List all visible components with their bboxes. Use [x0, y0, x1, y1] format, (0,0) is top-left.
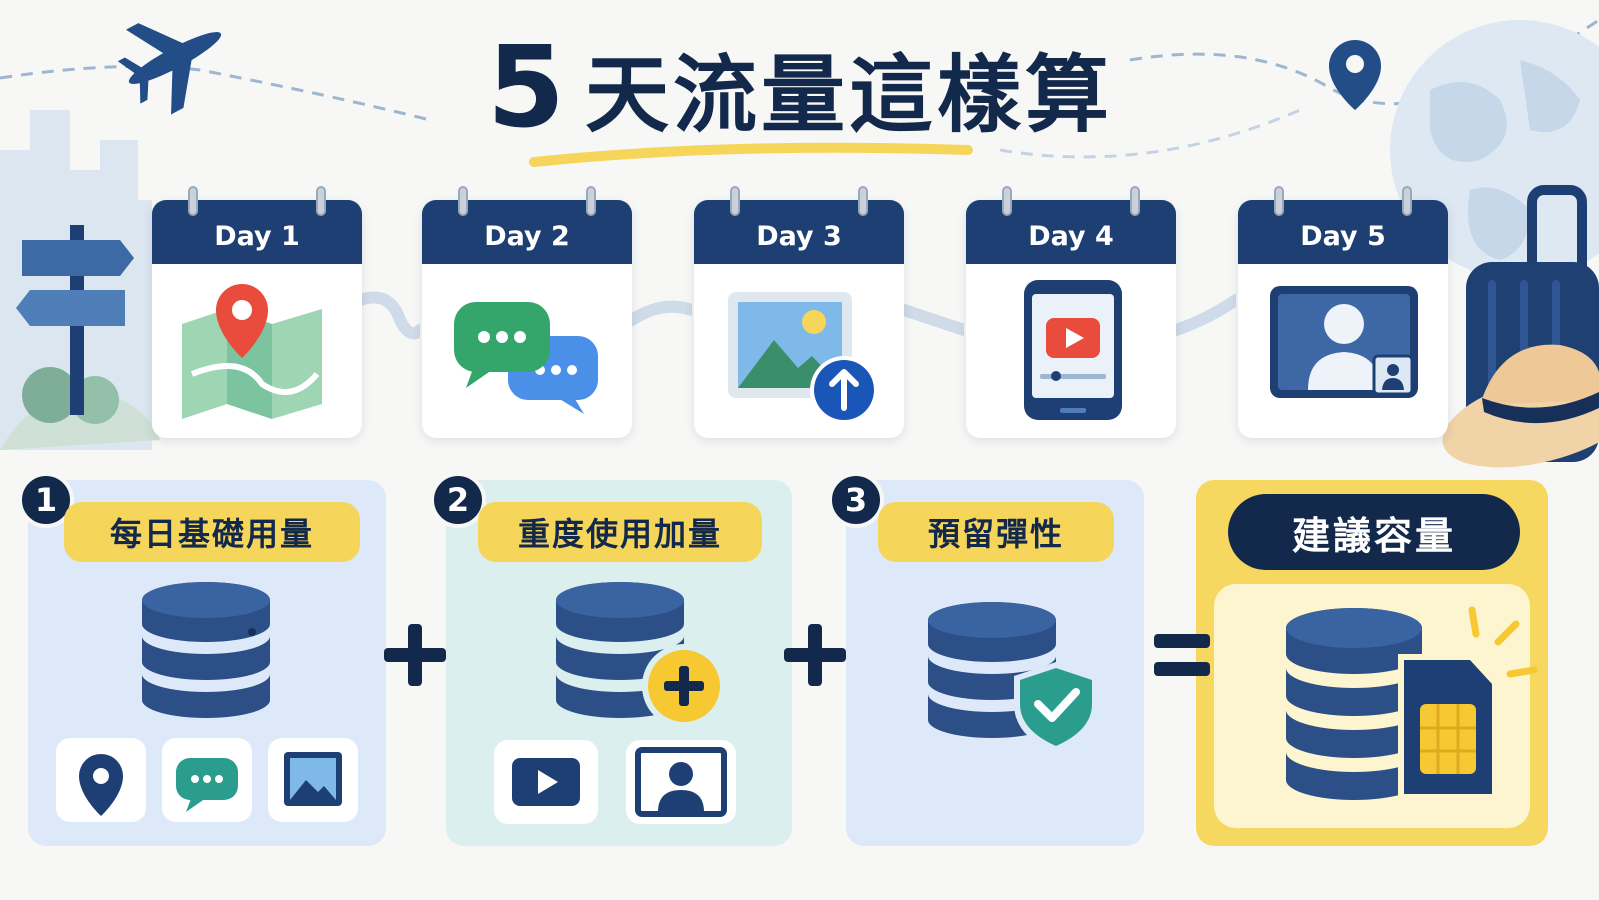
- step-number-badge: 3: [828, 472, 884, 528]
- photo-upload-icon: [728, 292, 878, 424]
- location-icon: [79, 754, 123, 816]
- mini-tile: [268, 738, 358, 822]
- connector-ribbon: [360, 291, 420, 340]
- chat-icon: [176, 758, 238, 812]
- plus-operator: [384, 624, 446, 686]
- day-card-1: Day 1: [152, 186, 362, 438]
- video-call-icon: [1270, 286, 1418, 398]
- day-label: Day 2: [422, 200, 632, 264]
- result-label: 建議容量: [1228, 494, 1520, 570]
- map-pin-icon: [182, 284, 322, 419]
- connector-ribbon: [1176, 294, 1236, 336]
- chat-bubbles-icon: [454, 302, 598, 414]
- plus-operator: [784, 624, 846, 686]
- step-number-badge: 1: [18, 472, 74, 528]
- step-label: 預留彈性: [878, 502, 1114, 562]
- day-card-5: Day 5: [1238, 186, 1448, 438]
- step-label: 每日基礎用量: [64, 502, 360, 562]
- step-label: 重度使用加量: [478, 502, 762, 562]
- database-add-icon: [556, 582, 726, 728]
- video-play-icon: [512, 758, 580, 806]
- mini-tile: [494, 740, 598, 824]
- day-label: Day 4: [966, 200, 1176, 264]
- image-icon: [284, 752, 342, 806]
- day-card-4: Day 4: [966, 186, 1176, 438]
- day-label: Day 5: [1238, 200, 1448, 264]
- page-title: 5 天流量這樣算: [440, 18, 1160, 158]
- step-number-badge: 2: [430, 472, 486, 528]
- title-text: 天流量這樣算: [584, 45, 1113, 144]
- person-frame-icon: [635, 747, 727, 817]
- day-label: Day 1: [152, 200, 362, 264]
- location-pin-icon: [1329, 40, 1381, 110]
- mini-tile: [56, 738, 146, 822]
- connector-ribbon: [904, 304, 964, 336]
- title-number: 5: [487, 23, 565, 153]
- mini-tile: [626, 740, 736, 824]
- day-label: Day 3: [694, 200, 904, 264]
- equals-operator: [1154, 634, 1210, 676]
- database-icon: [142, 582, 270, 718]
- database-shield-icon: [928, 602, 1098, 754]
- day-card-3: Day 3: [694, 186, 904, 438]
- database-sim-icon: [1286, 606, 1538, 800]
- mini-tile: [162, 738, 252, 822]
- day-card-2: Day 2: [422, 186, 632, 438]
- title-underline: [529, 142, 973, 167]
- video-phone-icon: [1024, 280, 1122, 420]
- connector-ribbon: [632, 300, 692, 326]
